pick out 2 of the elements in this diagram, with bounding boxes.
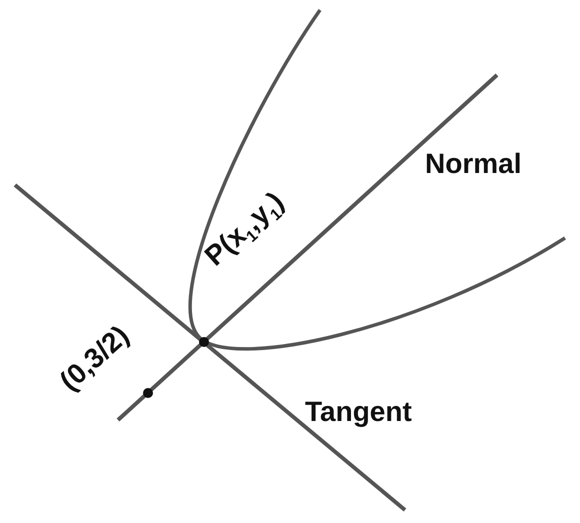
line-label: Tangent [305, 398, 412, 426]
line-label: Normal [425, 150, 522, 178]
